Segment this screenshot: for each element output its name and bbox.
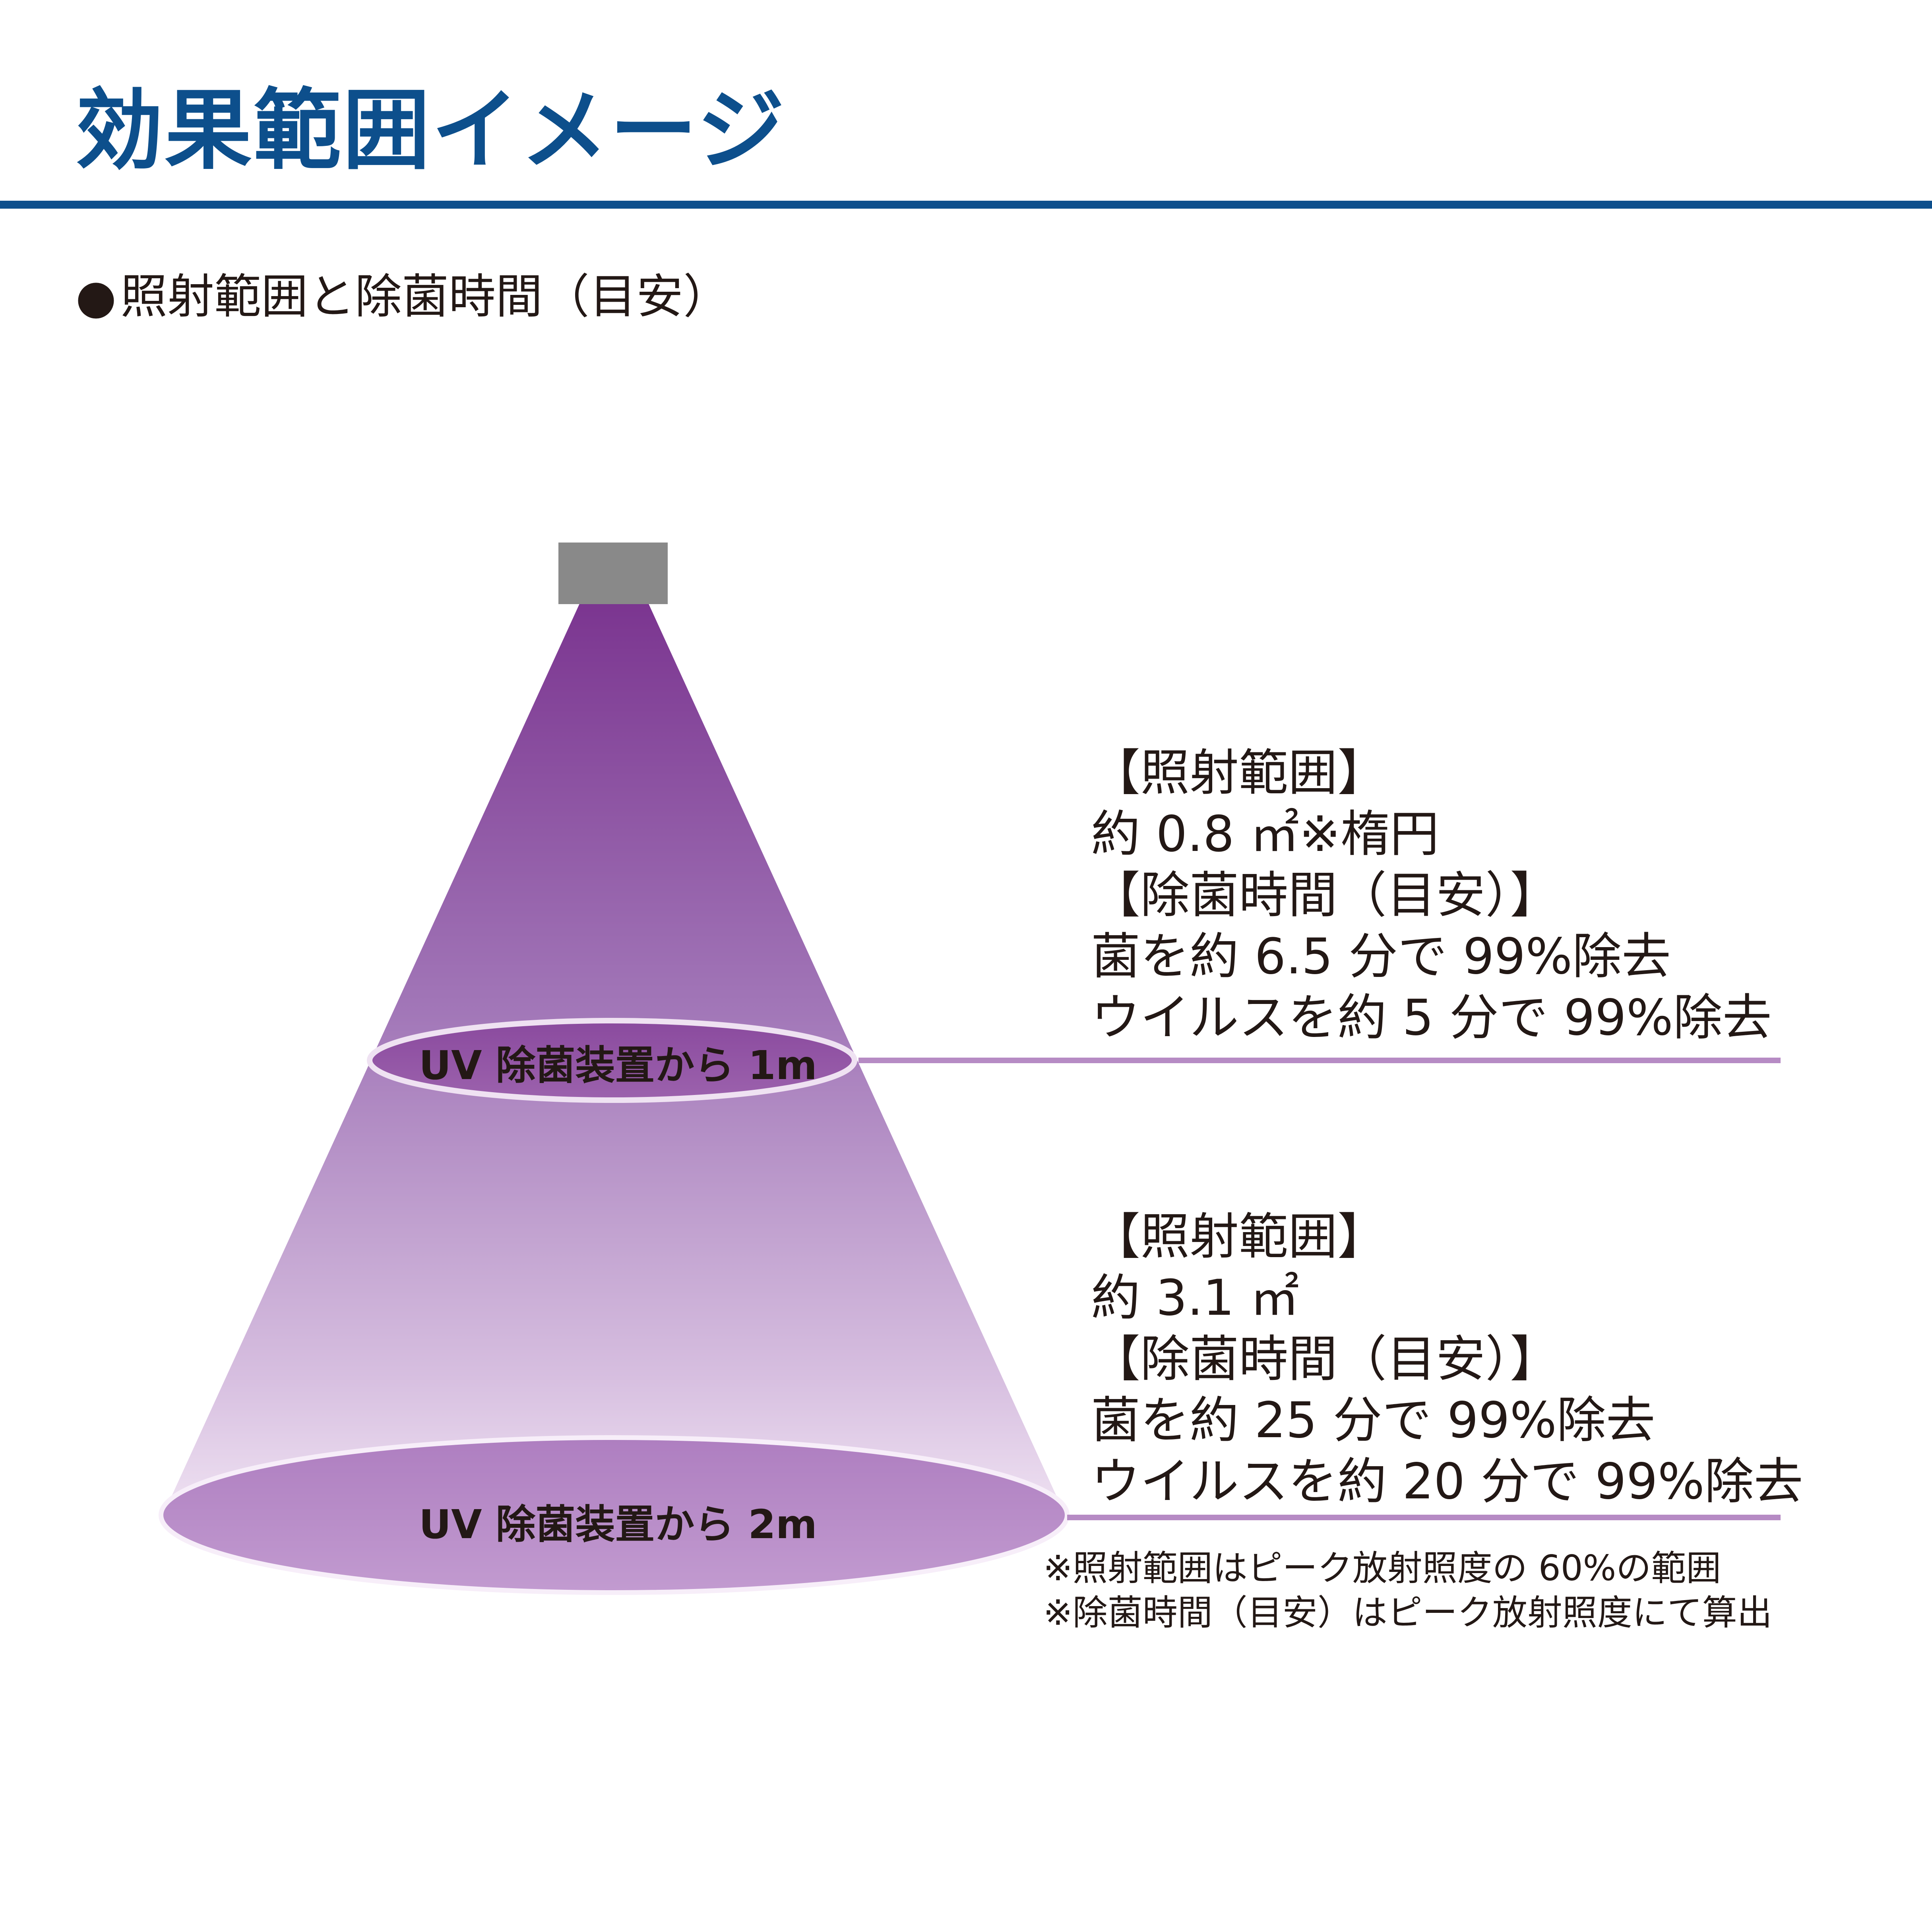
range-label-1m: UV 除菌装置から 1m	[419, 1042, 817, 1089]
black-circle-icon: ●	[76, 269, 116, 324]
info-line: 菌を約 6.5 分で 99%除去	[1091, 928, 1671, 985]
range-label-2m: UV 除菌装置から 2m	[419, 1501, 817, 1548]
info-line: 【照射範囲】	[1091, 744, 1387, 802]
uv-lamp-icon	[558, 543, 668, 604]
info-line: ウイルスを約 20 分で 99%除去	[1091, 1453, 1803, 1510]
footnotes: ※照射範囲はピーク放射照度の 60%の範囲 ※除菌時間（目安）はピーク放射照度に…	[1043, 1546, 1772, 1635]
range-ellipse-1m	[367, 1018, 857, 1103]
info-line: 菌を約 25 分で 99%除去	[1091, 1392, 1655, 1449]
footnote: ※除菌時間（目安）はピーク放射照度にて算出	[1043, 1592, 1772, 1633]
section-heading: ●照射範囲と除菌時間（目安）	[76, 258, 730, 326]
info-block-2m: 【照射範囲】 約 3.1 ㎡ 【除菌時間（目安）】 菌を約 25 分で 99%除…	[1091, 1206, 1803, 1512]
info-line: 【除菌時間（目安）】	[1091, 867, 1560, 924]
info-line: ウイルスを約 5 分で 99%除去	[1091, 989, 1772, 1046]
info-line: 約 0.8 ㎡※楕円	[1091, 806, 1439, 863]
info-line: 約 3.1 ㎡	[1091, 1269, 1300, 1327]
section-heading-text: 照射範囲と除菌時間（目安）	[120, 269, 730, 324]
page-title: 効果範囲イメージ	[76, 79, 786, 181]
footnote: ※照射範囲はピーク放射照度の 60%の範囲	[1043, 1548, 1721, 1589]
title-divider	[0, 201, 1932, 209]
info-line: 【照射範囲】	[1091, 1208, 1387, 1265]
info-block-1m: 【照射範囲】 約 0.8 ㎡※楕円 【除菌時間（目安）】 菌を約 6.5 分で …	[1091, 742, 1772, 1048]
info-line: 【除菌時間（目安）】	[1091, 1331, 1560, 1388]
